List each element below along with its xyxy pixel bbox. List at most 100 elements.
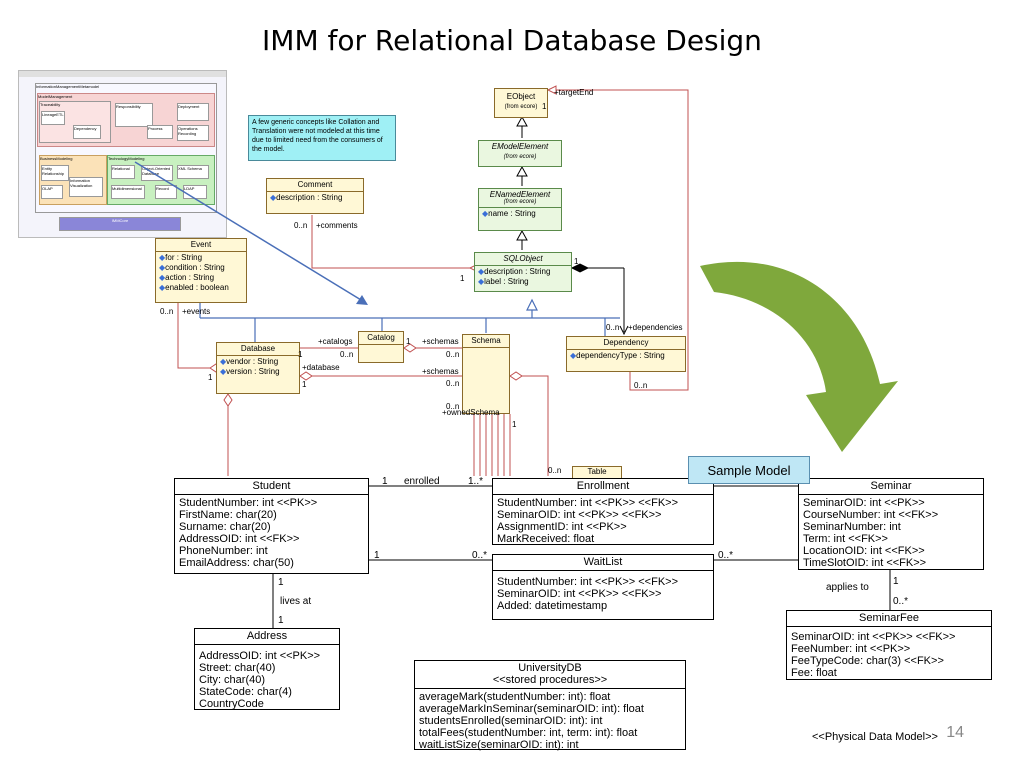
dependency-attr-type: dependencyType : String <box>576 351 665 360</box>
seminarfee-table: SeminarFee SeminarOID: int <<PK>> <<FK>>… <box>786 610 992 680</box>
generalization-lines <box>516 115 528 250</box>
enrollment-attr-3: AssignmentID: int <<PK>> <box>497 521 627 533</box>
universitydb-name: UniversityDB <box>518 662 582 674</box>
universitydb-box: UniversityDB <<stored procedures>> avera… <box>414 660 686 751</box>
address-attr-5: CountryCode <box>199 698 264 710</box>
schema-name: Schema <box>463 335 509 348</box>
seminar-attr-6: TimeSlotOID: int <<FK>> <box>803 557 927 569</box>
eobject-origin: (from ecore) <box>504 104 538 110</box>
table-name: Table <box>587 467 607 476</box>
event-attr-action: action : String <box>165 273 215 282</box>
thumb-entity: Entity Relationship <box>41 165 69 181</box>
enrollment-attr-1: StudentNumber: int <<PK>> <<FK>> <box>497 497 679 509</box>
label-schemas-1: +schemas <box>422 337 459 346</box>
sqlobject-name: SQLObject <box>475 253 571 266</box>
label-target-end: +targetEnd <box>554 88 594 97</box>
sqlobject-class: SQLObject ◆description : String ◆label :… <box>474 252 572 292</box>
seminar-name: Seminar <box>799 479 983 495</box>
table-class: Table <box>572 466 622 480</box>
address-table: Address AddressOID: int <<PK>> Street: c… <box>194 628 340 710</box>
label-table-mult: 0..n <box>548 466 562 475</box>
physical-data-model-label: <<Physical Data Model>> <box>812 731 938 743</box>
label-comments: +comments <box>316 221 358 230</box>
enamedelement-name: ENamedElement <box>489 190 551 199</box>
enrollment-name: Enrollment <box>493 479 713 495</box>
waitlist-table: WaitList StudentNumber: int <<PK>> <<FK>… <box>492 554 714 620</box>
address-attr-3: City: char(40) <box>199 674 266 686</box>
seminarfee-attr-3: FeeTypeCode: char(3) <<FK>> <box>791 655 944 667</box>
design-note: A few generic concepts like Collation an… <box>248 115 396 161</box>
seminarfee-attr-4: Fee: float <box>791 667 837 679</box>
seminar-attr-3: SeminarNumber: int <box>803 521 901 533</box>
enrollment-table: Enrollment StudentNumber: int <<PK>> <<F… <box>492 478 714 545</box>
student-attr-6: EmailAddress: char(50) <box>179 557 294 569</box>
waitlist-attr-1: StudentNumber: int <<PK>> <<FK>> <box>497 576 679 588</box>
seminar-table: Seminar SeminarOID: int <<PK>> CourseNum… <box>798 478 984 570</box>
label-schema-one: 1 <box>512 420 517 429</box>
address-attr-4: StateCode: char(4) <box>199 686 292 698</box>
emodelelement-origin: (from ecore) <box>503 154 537 160</box>
event-attr-enabled: enabled : boolean <box>165 283 229 292</box>
label-database-mult: 1 <box>302 380 307 389</box>
universitydb-op-5: waitListSize(seminarOID: int): int <box>419 739 579 751</box>
student-attr-1: StudentNumber: int <<PK>> <box>179 497 318 509</box>
enamedelement-class: ENamedElement(from ecore) ◆name : String <box>478 188 562 231</box>
catalog-name: Catalog <box>359 332 403 345</box>
seminar-attr-5: LocationOID: int <<FK>> <box>803 545 925 557</box>
universitydb-op-2: averageMarkInSeminar(seminarOID: int): f… <box>419 703 644 715</box>
thumb-responsibility: Responsibility <box>115 103 153 127</box>
label-database: +database <box>302 363 340 372</box>
label-catalogs-mult: 0..n <box>340 350 354 359</box>
thumb-operations: Operations Recording <box>177 125 209 141</box>
thumb-relational: Relational <box>111 165 135 179</box>
label-schemas-1-mult: 0..n <box>446 350 460 359</box>
green-curved-arrow <box>700 261 898 452</box>
event-name: Event <box>156 239 246 252</box>
label-owned-schema: +ownedSchema <box>442 408 500 417</box>
label-events-mult: 0..n <box>160 307 174 316</box>
thumb-process: Process <box>147 125 173 139</box>
thumb-multidim: Multidimensional <box>111 185 145 199</box>
label-wait-seminar: 0..* <box>718 550 734 561</box>
sqlobject-attr-label: label : String <box>484 277 529 286</box>
comment-attr-description: description : String <box>276 193 343 202</box>
address-attr-2: Street: char(40) <box>199 662 276 674</box>
address-name: Address <box>195 629 339 645</box>
student-table: Student StudentNumber: int <<PK>> FirstN… <box>174 478 369 574</box>
emodelelement-class: EModelElement (from ecore) <box>478 140 562 167</box>
thumb-olap: OLAP <box>41 185 63 199</box>
label-schemas-2-mult: 0..n <box>446 379 460 388</box>
seminar-attr-2: CourseNumber: int <<FK>> <box>803 509 939 521</box>
eobject-class: EObject(from ecore) <box>494 88 548 118</box>
label-comments-mult: 0..n <box>294 221 308 230</box>
sample-model-callout: Sample Model <box>688 456 810 484</box>
dependency-class: Dependency ◆dependencyType : String <box>566 336 686 372</box>
label-enrolled: enrolled <box>404 476 440 487</box>
physical-relationship-lines <box>272 485 891 628</box>
waitlist-name: WaitList <box>493 555 713 571</box>
dependency-name: Dependency <box>567 337 685 350</box>
seminarfee-attr-2: FeeNumber: int <<PK>> <box>791 643 911 655</box>
database-class: Database ◆vendor : String ◆version : Str… <box>216 342 300 394</box>
relational-pointer-arrow <box>134 161 368 305</box>
emodelelement-name: EModelElement <box>491 142 549 151</box>
database-attr-version: version : String <box>226 367 280 376</box>
label-lives-top: 1 <box>278 577 284 588</box>
enamedelement-attr-name: name : String <box>488 209 536 218</box>
label-dependencies: +dependencies <box>628 323 683 332</box>
association-lines <box>177 85 689 476</box>
thumbnail-toolbar <box>19 71 226 77</box>
waitlist-attr-3: Added: datetimestamp <box>497 600 608 612</box>
label-dependency-owner: 1 <box>574 257 579 266</box>
student-name: Student <box>175 479 368 495</box>
event-attr-condition: condition : String <box>165 263 225 272</box>
event-class: Event ◆for : String ◆condition : String … <box>155 238 247 303</box>
label-wait-left: 1 <box>374 550 380 561</box>
label-enrolled-left: 1 <box>382 476 388 487</box>
label-applies-top: 1 <box>893 576 899 587</box>
label-applies-to: applies to <box>826 582 869 593</box>
student-attr-5: PhoneNumber: int <box>179 545 268 557</box>
page-number: 14 <box>946 724 964 741</box>
address-attr-1: AddressOID: int <<PK>> <box>199 650 321 662</box>
event-attr-for: for : String <box>165 253 203 262</box>
